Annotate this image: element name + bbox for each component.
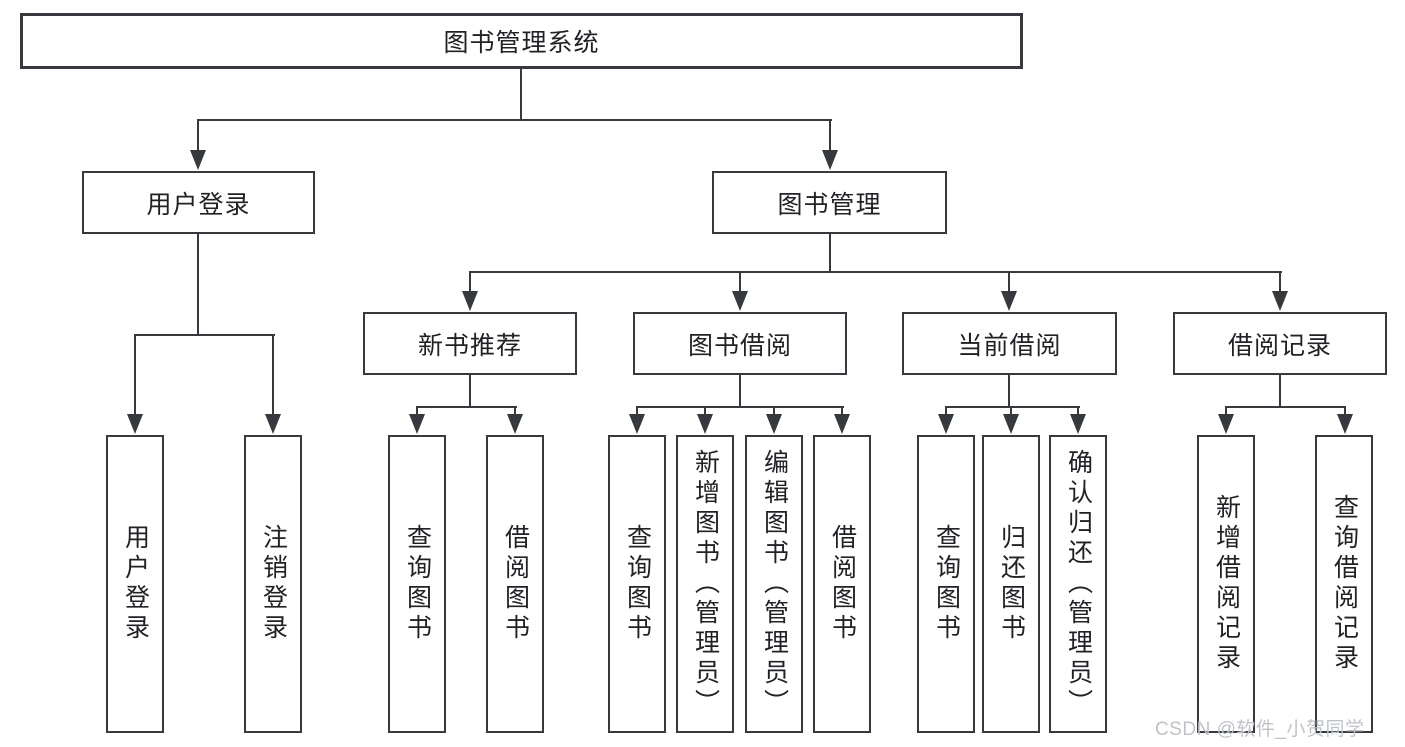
connector-line: [134, 334, 275, 336]
connector-line: [1008, 271, 1010, 296]
node-label: 归还图书: [997, 524, 1026, 644]
node-label: 借阅图书: [828, 524, 857, 644]
node-label: 确认归还（管理员）: [1064, 449, 1093, 719]
node-book-borrowing: 图书借阅: [633, 312, 847, 375]
leaf-logout: 注销登录: [244, 435, 302, 733]
node-label: 用户登录: [121, 524, 150, 644]
connector-line: [739, 271, 741, 296]
leaf-add-book-admin: 新增图书（管理员）: [676, 435, 734, 733]
leaf-add-borrow-record: 新增借阅记录: [1197, 435, 1255, 733]
node-book-management-system: 图书管理系统: [20, 13, 1023, 69]
node-borrowing-records: 借阅记录: [1173, 312, 1387, 375]
node-label: 图书管理: [777, 190, 882, 219]
node-label: 查询图书: [623, 524, 652, 644]
connector-line: [134, 334, 136, 418]
connector-line: [416, 406, 418, 418]
connector-line: [945, 406, 1080, 408]
node-label: 编辑图书（管理员）: [760, 449, 789, 719]
connector-arrowhead: [938, 414, 954, 434]
leaf-query-borrow-record: 查询借阅记录: [1315, 435, 1373, 733]
node-label: 查询图书: [932, 524, 961, 644]
connector-line: [520, 68, 522, 121]
connector-arrowhead: [629, 414, 645, 434]
leaf-borrow-books-recommend: 借阅图书: [486, 435, 544, 733]
connector-line: [197, 119, 832, 121]
leaf-borrow-books-borrowing: 借阅图书: [813, 435, 871, 733]
leaf-query-books-borrowing: 查询图书: [608, 435, 666, 733]
connector-line: [197, 234, 199, 336]
node-label: 当前借阅: [957, 331, 1062, 360]
node-label: 新增图书（管理员）: [691, 449, 720, 719]
connector-arrowhead: [834, 414, 850, 434]
node-current-borrowing: 当前借阅: [902, 312, 1117, 375]
connector-arrowhead: [1218, 414, 1234, 434]
connector-line: [514, 406, 516, 418]
connector-line: [272, 334, 274, 418]
node-label: 借阅图书: [501, 524, 530, 644]
leaf-confirm-return-admin: 确认归还（管理员）: [1049, 435, 1107, 733]
watermark: CSDN @软件_小贺同学: [1155, 719, 1365, 740]
connector-line: [416, 406, 517, 408]
connector-line: [469, 375, 471, 408]
connector-line: [469, 271, 1282, 273]
node-book-management: 图书管理: [712, 171, 947, 234]
connector-arrowhead: [265, 414, 281, 434]
connector-line: [1279, 271, 1281, 296]
node-user-login: 用户登录: [82, 171, 315, 234]
connector-line: [1008, 375, 1010, 408]
connector-line: [773, 406, 775, 418]
connector-arrowhead: [697, 414, 713, 434]
connector-line: [829, 234, 831, 273]
connector-arrowhead: [409, 414, 425, 434]
connector-line: [636, 406, 844, 408]
leaf-edit-book-admin: 编辑图书（管理员）: [745, 435, 803, 733]
node-label: 图书借阅: [687, 331, 792, 360]
leaf-query-books-current: 查询图书: [917, 435, 975, 733]
connector-line: [1279, 375, 1281, 408]
connector-line: [1225, 406, 1227, 418]
connector-line: [1225, 406, 1346, 408]
leaf-user-login: 用户登录: [106, 435, 164, 733]
node-label: 查询图书: [403, 524, 432, 644]
connector-arrowhead: [1003, 414, 1019, 434]
connector-line: [945, 406, 947, 418]
connector-arrowhead: [766, 414, 782, 434]
node-label: 图书管理系统: [443, 29, 600, 57]
connector-arrowhead: [1070, 414, 1086, 434]
connector-line: [704, 406, 706, 418]
node-label: 查询借阅记录: [1330, 494, 1359, 674]
connector-line: [841, 406, 843, 418]
connector-arrowhead: [190, 150, 206, 170]
connector-line: [1077, 406, 1079, 418]
connector-line: [197, 119, 199, 153]
connector-arrowhead: [1001, 291, 1017, 311]
leaf-query-books-recommend: 查询图书: [388, 435, 446, 733]
node-label: 新增借阅记录: [1212, 494, 1241, 674]
node-label: 借阅记录: [1227, 331, 1332, 360]
connector-line: [829, 119, 831, 153]
node-label: 用户登录: [146, 190, 251, 219]
node-new-book-recommend: 新书推荐: [363, 312, 577, 375]
leaf-return-book: 归还图书: [982, 435, 1040, 733]
connector-arrowhead: [507, 414, 523, 434]
connector-line: [469, 271, 471, 296]
connector-line: [739, 375, 741, 408]
connector-line: [1344, 406, 1346, 418]
connector-arrowhead: [1337, 414, 1353, 434]
connector-line: [636, 406, 638, 418]
connector-arrowhead: [822, 150, 838, 170]
connector-arrowhead: [462, 291, 478, 311]
node-label: 注销登录: [259, 524, 288, 644]
connector-arrowhead: [1272, 291, 1288, 311]
node-label: 新书推荐: [417, 331, 522, 360]
connector-arrowhead: [127, 414, 143, 434]
connector-line: [1010, 406, 1012, 418]
connector-arrowhead: [732, 291, 748, 311]
